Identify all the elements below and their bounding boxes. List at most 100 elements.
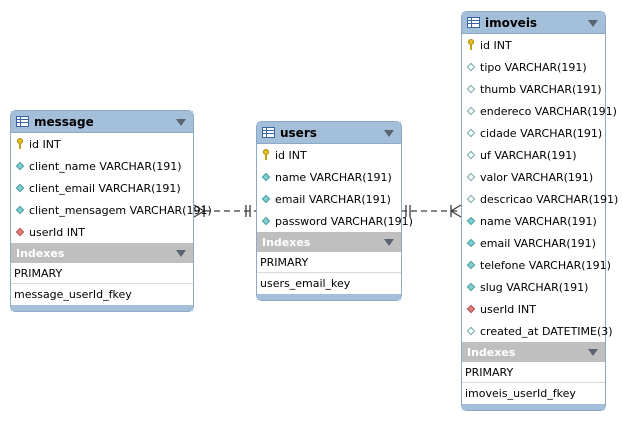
- not-null-column-icon: [260, 210, 274, 232]
- entity-header[interactable]: message: [11, 111, 193, 133]
- column-label: created_at DATETIME(3): [480, 324, 613, 338]
- column-label: client_email VARCHAR(191): [29, 181, 181, 195]
- column-label: id INT: [480, 38, 512, 52]
- not-null-column-icon: [14, 155, 28, 177]
- foreign-key-icon: [465, 298, 479, 320]
- entity-title: users: [280, 125, 317, 140]
- nullable-column-icon: [465, 56, 479, 78]
- foreign-key-icon: [14, 221, 28, 243]
- primary-key-icon: [14, 133, 28, 155]
- entity-header[interactable]: imoveis: [462, 12, 605, 34]
- column-row[interactable]: userId INT: [462, 298, 605, 320]
- column-row[interactable]: email VARCHAR(191): [462, 232, 605, 254]
- indexes-header[interactable]: Indexes: [257, 232, 401, 252]
- nullable-column-icon: [465, 320, 479, 342]
- primary-key-icon: [465, 34, 479, 56]
- column-row[interactable]: tipo VARCHAR(191): [462, 56, 605, 78]
- indexes-label: Indexes: [16, 246, 65, 260]
- nullable-column-icon: [465, 188, 479, 210]
- column-row[interactable]: name VARCHAR(191): [462, 210, 605, 232]
- column-label: endereco VARCHAR(191): [480, 104, 617, 118]
- index-row[interactable]: message_userId_fkey: [14, 288, 132, 301]
- column-row[interactable]: userId INT: [11, 221, 193, 243]
- column-row[interactable]: id INT: [11, 133, 193, 155]
- index-row[interactable]: PRIMARY: [11, 263, 193, 284]
- indexes-header[interactable]: Indexes: [462, 342, 605, 362]
- column-row[interactable]: created_at DATETIME(3): [462, 320, 613, 342]
- index-row[interactable]: PRIMARY: [462, 362, 605, 383]
- column-label: email VARCHAR(191): [275, 192, 391, 206]
- column-label: descricao VARCHAR(191): [480, 192, 619, 206]
- column-list: id INT client_name VARCHAR(191) client_ema…: [11, 133, 212, 243]
- column-label: name VARCHAR(191): [480, 214, 597, 228]
- index-list: PRIMARY message_userId_fkey: [11, 263, 193, 305]
- column-row[interactable]: thumb VARCHAR(191): [462, 78, 605, 100]
- collapse-triangle-icon[interactable]: [176, 119, 186, 126]
- not-null-column-icon: [14, 199, 28, 221]
- entity-header[interactable]: users: [257, 122, 401, 144]
- nullable-column-icon: [465, 144, 479, 166]
- indexes-header[interactable]: Indexes: [11, 243, 193, 263]
- column-row[interactable]: descricao VARCHAR(191): [462, 188, 618, 210]
- column-label: id INT: [275, 148, 307, 162]
- not-null-column-icon: [260, 166, 274, 188]
- column-row[interactable]: slug VARCHAR(191): [462, 276, 605, 298]
- column-label: client_mensagem VARCHAR(191): [29, 203, 212, 217]
- index-row[interactable]: users_email_key: [260, 277, 351, 290]
- not-null-column-icon: [465, 210, 479, 232]
- column-row[interactable]: valor VARCHAR(191): [462, 166, 605, 188]
- column-row[interactable]: uf VARCHAR(191): [462, 144, 605, 166]
- column-label: name VARCHAR(191): [275, 170, 392, 184]
- column-label: email VARCHAR(191): [480, 236, 596, 250]
- nullable-column-icon: [465, 122, 479, 144]
- entity-message[interactable]: message id INT client_name VARCHAR(191) cl…: [10, 110, 212, 312]
- collapse-triangle-icon[interactable]: [384, 239, 394, 246]
- not-null-column-icon: [260, 188, 274, 210]
- index-list: PRIMARY users_email_key: [257, 252, 401, 294]
- column-label: userId INT: [480, 302, 536, 316]
- collapse-triangle-icon[interactable]: [384, 130, 394, 137]
- column-label: thumb VARCHAR(191): [480, 82, 602, 96]
- entity-footer: [257, 294, 401, 300]
- indexes-label: Indexes: [262, 235, 311, 249]
- entity-footer: [462, 404, 605, 410]
- index-row[interactable]: PRIMARY: [257, 252, 401, 273]
- column-row[interactable]: id INT: [257, 144, 401, 166]
- column-label: slug VARCHAR(191): [480, 280, 589, 294]
- column-row[interactable]: email VARCHAR(191): [257, 188, 401, 210]
- column-label: tipo VARCHAR(191): [480, 60, 587, 74]
- entity-imoveis[interactable]: imoveis id INT tipo VARCHAR(191) thumb VAR…: [461, 11, 618, 411]
- index-row[interactable]: imoveis_userId_fkey: [465, 387, 576, 400]
- not-null-column-icon: [465, 232, 479, 254]
- column-row[interactable]: client_mensagem VARCHAR(191): [11, 199, 212, 221]
- entity-users[interactable]: users id INT name VARCHAR(191) email VARCH…: [256, 121, 413, 301]
- column-row[interactable]: name VARCHAR(191): [257, 166, 401, 188]
- column-row[interactable]: id INT: [462, 34, 605, 56]
- column-label: valor VARCHAR(191): [480, 170, 594, 184]
- column-row[interactable]: endereco VARCHAR(191): [462, 100, 617, 122]
- relationship-users-imoveis: [401, 204, 462, 218]
- column-row[interactable]: telefone VARCHAR(191): [462, 254, 611, 276]
- column-list: id INT tipo VARCHAR(191) thumb VARCHAR(191…: [462, 34, 618, 342]
- entity-footer: [11, 305, 193, 311]
- collapse-triangle-icon[interactable]: [588, 20, 598, 27]
- column-label: uf VARCHAR(191): [480, 148, 577, 162]
- collapse-triangle-icon[interactable]: [176, 250, 186, 257]
- primary-key-icon: [260, 144, 274, 166]
- column-label: userId INT: [29, 225, 85, 239]
- indexes-label: Indexes: [467, 345, 516, 359]
- column-label: id INT: [29, 137, 61, 151]
- column-row[interactable]: cidade VARCHAR(191): [462, 122, 605, 144]
- nullable-column-icon: [465, 78, 479, 100]
- column-row[interactable]: password VARCHAR(191): [257, 210, 413, 232]
- column-row[interactable]: client_email VARCHAR(191): [11, 177, 193, 199]
- nullable-column-icon: [465, 100, 479, 122]
- index-list: PRIMARY imoveis_userId_fkey: [462, 362, 605, 404]
- collapse-triangle-icon[interactable]: [588, 349, 598, 356]
- not-null-column-icon: [14, 177, 28, 199]
- table-icon: [16, 116, 29, 127]
- relationship-message-users: [193, 204, 256, 218]
- column-row[interactable]: client_name VARCHAR(191): [11, 155, 193, 177]
- column-label: cidade VARCHAR(191): [480, 126, 603, 140]
